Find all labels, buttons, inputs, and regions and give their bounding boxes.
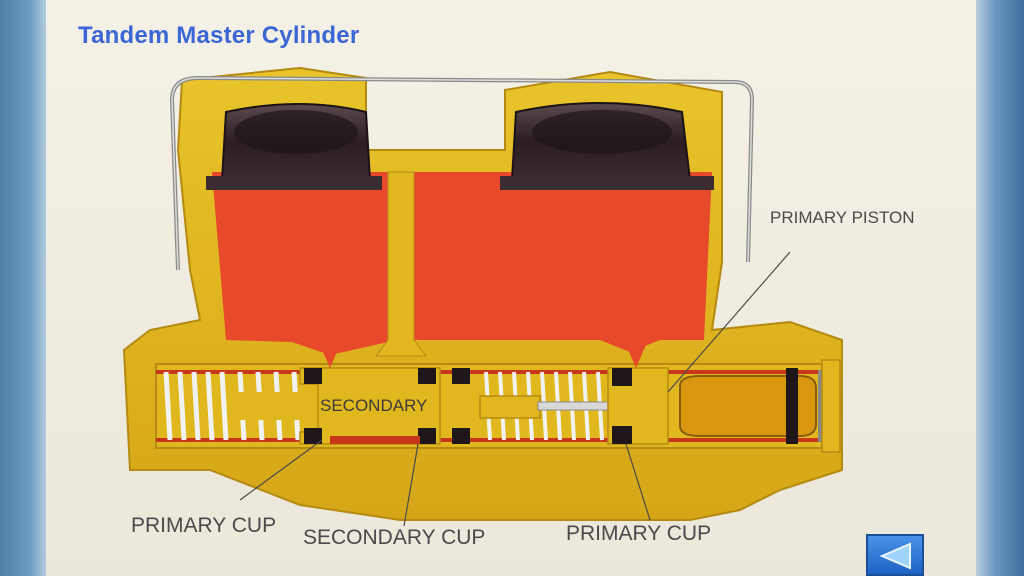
triangle-left-icon: [880, 542, 911, 570]
label-secondary-cup: SECONDARY CUP: [303, 526, 486, 549]
front-reservoir-fluid: [212, 172, 388, 355]
secondary-cup-seal: [304, 368, 322, 444]
back-button[interactable]: [866, 534, 924, 576]
spring-retainer: [479, 395, 541, 419]
label-primary-cup-right: PRIMARY CUP: [566, 522, 712, 545]
pushrod: [679, 375, 817, 437]
label-secondary: SECONDARY: [320, 396, 428, 415]
leader-primary-piston: [667, 251, 791, 393]
reservoir-divider: [375, 171, 427, 357]
rear-reservoir-fluid: [414, 172, 712, 352]
window-edge: [976, 0, 1024, 576]
primary-piston: [607, 367, 669, 445]
label-primary-piston: PRIMARY PISTON: [770, 208, 915, 227]
leader-primary-cup-right: [625, 443, 651, 521]
page-title: Tandem Master Cylinder: [78, 22, 360, 49]
primary-cup-seal: [612, 368, 632, 444]
leader-primary-cup-left: [239, 439, 323, 501]
label-primary-cup-left: PRIMARY CUP: [131, 514, 277, 537]
leader-secondary-cup: [403, 443, 419, 527]
